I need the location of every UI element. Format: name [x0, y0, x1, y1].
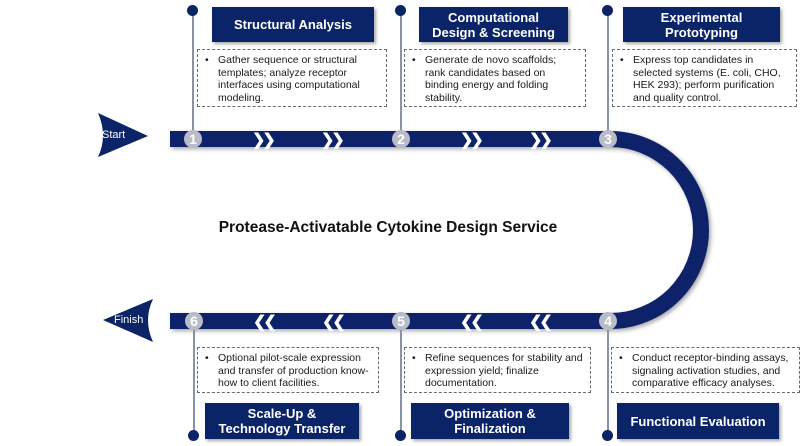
step-title-5: Optimization & Finalization — [411, 403, 569, 439]
backward-chevron-icon: ❮❮ — [253, 314, 277, 331]
connector-line — [192, 10, 194, 134]
step-description-1: • Gather sequence or structural template… — [197, 49, 387, 107]
connector-dot — [602, 430, 613, 441]
step-description-3: • Express top candidates in selected sys… — [612, 49, 797, 107]
step-description-4: • Conduct receptor-binding assays, signa… — [611, 347, 800, 393]
forward-chevron-icon: ❯❯ — [529, 132, 553, 149]
step-title-1: Structural Analysis — [212, 7, 374, 42]
connector-line — [400, 10, 402, 134]
connector-line — [400, 326, 402, 436]
finish-arrow-icon — [103, 299, 153, 342]
connector-line — [607, 10, 609, 134]
connector-dot — [188, 430, 199, 441]
step-number-4: 4 — [599, 312, 617, 330]
step-description-5: • Refine sequences for stability and exp… — [404, 347, 591, 393]
bullet: • — [205, 352, 209, 364]
step-title-4: Functional Evaluation — [617, 403, 779, 439]
start-label: Start — [102, 129, 126, 141]
connector-dot — [395, 5, 406, 16]
connector-line — [607, 326, 609, 436]
connector-dot — [187, 5, 198, 16]
bullet: • — [412, 352, 416, 364]
backward-chevron-icon: ❮❮ — [529, 314, 553, 331]
step-description-6: • Optional pilot-scale expression and tr… — [197, 347, 379, 393]
connector-line — [193, 326, 195, 436]
step-description-2: • Generate de novo scaffolds; rank candi… — [404, 49, 586, 107]
forward-chevron-icon: ❯❯ — [460, 132, 484, 149]
backward-chevron-icon: ❮❮ — [322, 314, 346, 331]
step-number-5: 5 — [392, 312, 410, 330]
step-number-2: 2 — [392, 130, 410, 148]
forward-chevron-icon: ❯❯ — [252, 132, 276, 149]
finish-label: Finish — [114, 314, 144, 326]
step-number-3: 3 — [599, 130, 617, 148]
diagram-title: Protease-Activatable Cytokine Design Ser… — [218, 219, 558, 236]
connector-dot — [395, 430, 406, 441]
forward-chevron-icon: ❯❯ — [321, 132, 345, 149]
start-arrow-icon — [98, 113, 148, 157]
backward-chevron-icon: ❮❮ — [460, 314, 484, 331]
step-number-1: 1 — [184, 130, 202, 148]
connector-dot — [602, 5, 613, 16]
bullet: • — [619, 352, 623, 364]
step-number-6: 6 — [185, 312, 203, 330]
bullet: • — [205, 54, 209, 66]
bullet: • — [412, 54, 416, 66]
step-title-6: Scale-Up & Technology Transfer — [205, 403, 359, 439]
bullet: • — [620, 54, 624, 66]
step-title-2: Computational Design & Screening — [419, 7, 568, 42]
step-title-3: Experimental Prototyping — [623, 7, 780, 42]
